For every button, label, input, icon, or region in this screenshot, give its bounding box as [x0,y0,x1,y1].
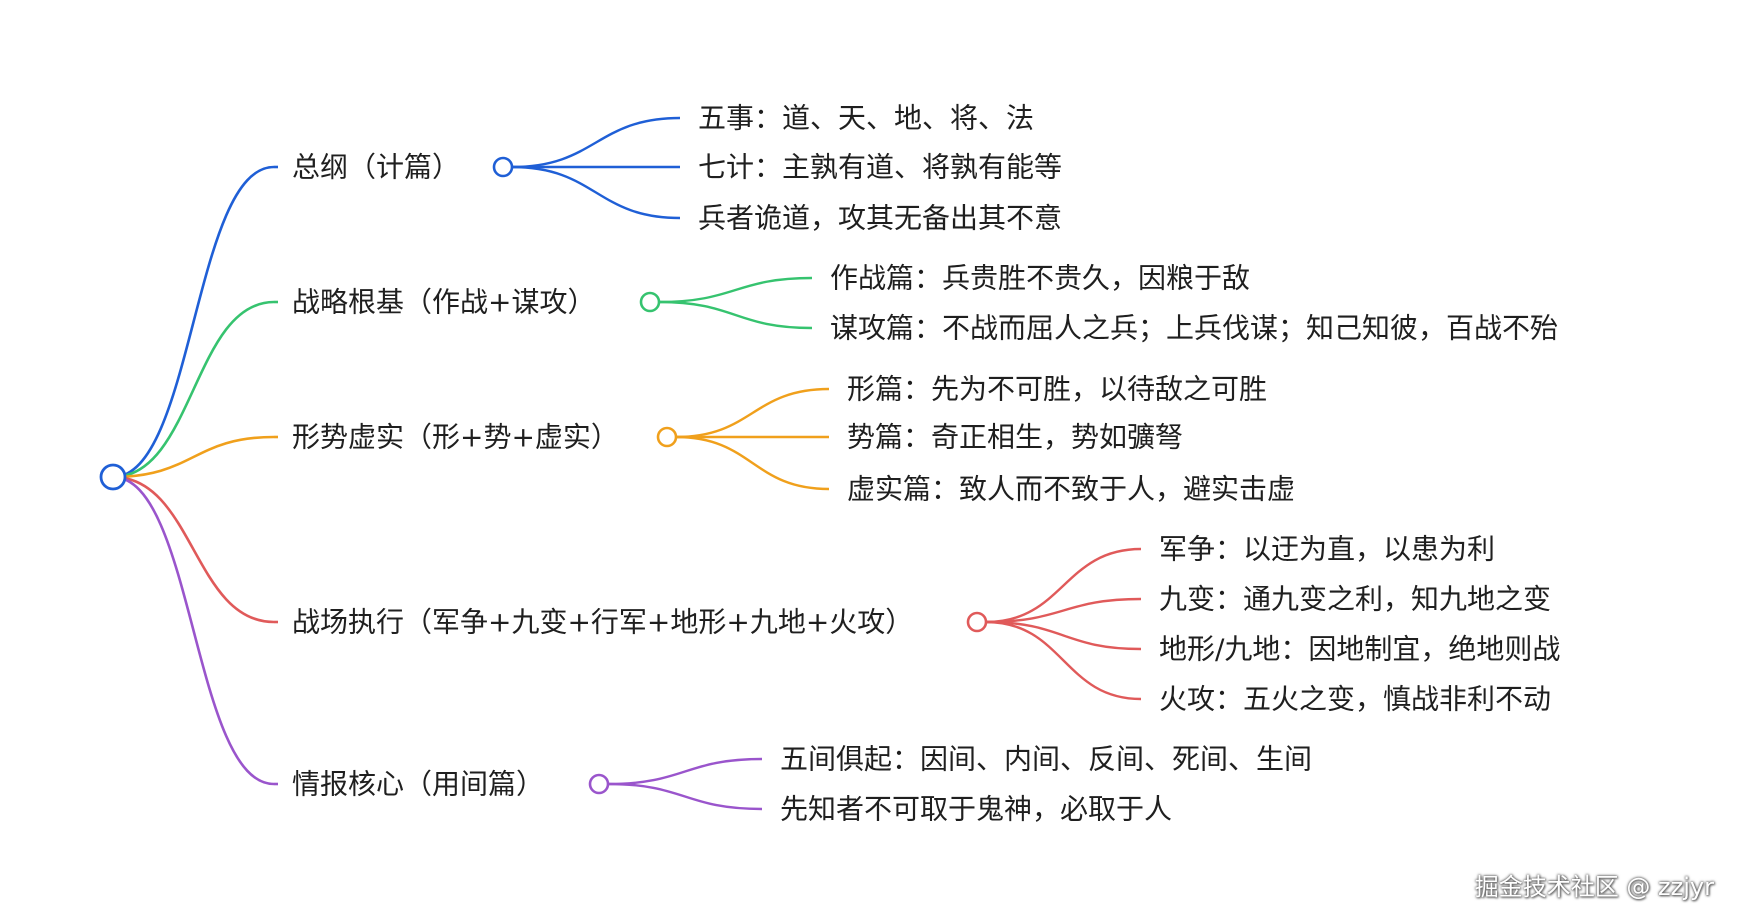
child-connector [607,757,763,786]
child-connector [675,435,830,491]
child-connector [985,620,1142,701]
branch-connector [112,165,275,479]
child-connector [658,276,813,304]
branch-collapse-toggle[interactable] [656,426,678,448]
leaf-label: 七计：主孰有道、将孰有能等 [698,151,1062,184]
leaf-label: 兵者诡道，攻其无备出其不意 [698,202,1062,235]
child-connector [607,782,763,811]
connector-layer [112,116,1142,811]
child-connector [675,387,830,439]
leaf-label: 军争：以迂为直，以患为利 [1159,533,1495,566]
root-node-toggle[interactable] [99,463,127,491]
branch-label: 总纲（计篇） [292,151,460,184]
branch-collapse-toggle[interactable] [588,773,610,795]
branch-label: 情报核心（用间篇） [292,768,544,801]
branch-connector [112,435,275,479]
child-connector [511,165,681,220]
child-connector [985,547,1142,624]
branch-collapse-toggle[interactable] [492,156,514,178]
node-layer: 总纲（计篇） 五事：道、天、地、将、法七计：主孰有道、将孰有能等兵者诡道，攻其无备… [99,102,1560,826]
child-connector [985,620,1142,651]
branch-label: 战场执行（军争+九变+行军+地形+九地+火攻） [292,606,913,639]
leaf-label: 火攻：五火之变，慎战非利不动 [1159,683,1551,716]
leaf-label: 势篇：奇正相生，势如彍弩 [847,421,1183,454]
child-connector [511,116,681,169]
leaf-label: 谋攻篇：不战而屈人之兵；上兵伐谋；知己知彼，百战不殆 [830,312,1558,345]
branch-label: 战略根基（作战+谋攻） [292,286,595,319]
leaf-label: 先知者不可取于鬼神，必取于人 [780,793,1172,826]
leaf-label: 五事：道、天、地、将、法 [698,102,1034,135]
child-connector [658,300,813,330]
leaf-label: 五间俱起：因间、内间、反间、死间、生间 [780,743,1312,776]
leaf-label: 地形/九地：因地制宜，绝地则战 [1159,633,1560,666]
leaf-label: 形篇：先为不可胜，以待敌之可胜 [847,373,1267,406]
branch-collapse-toggle[interactable] [639,291,661,313]
leaf-label: 虚实篇：致人而不致于人，避实击虚 [847,473,1295,506]
leaf-label: 作战篇：兵贵胜不贵久，因粮于敌 [830,262,1250,295]
branch-connector [112,475,275,786]
branch-connector [112,300,275,479]
branch-connector [112,475,275,624]
leaf-label: 九变：通九变之利，知九地之变 [1159,583,1551,616]
branch-collapse-toggle[interactable] [966,611,988,633]
watermark: 掘金技术社区 @ zzjyr [1474,873,1714,901]
child-connector [985,597,1142,624]
branch-label: 形势虚实（形+势+虚实） [292,421,619,454]
